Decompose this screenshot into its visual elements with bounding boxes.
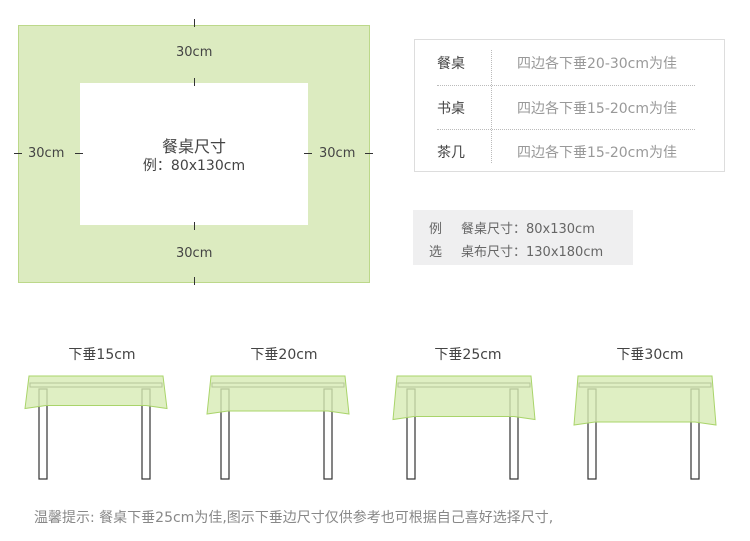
example-prefix: 例: [429, 222, 443, 237]
drop-spec-table: 餐桌四边各下垂20-30cm为佳 书桌四边各下垂15-20cm为佳 茶几四边各下…: [414, 39, 725, 172]
table-label: 下垂15cm: [68, 347, 136, 363]
center-title: 餐桌尺寸: [161, 137, 226, 156]
tick: [194, 222, 195, 230]
table-label: 下垂25cm: [434, 347, 502, 363]
dim-right: 30cm: [319, 146, 356, 161]
example-prefix: 选: [429, 245, 443, 260]
tip-text: 温馨提示: 餐桌下垂25cm为佳,图示下垂边尺寸仅供参考也可根据自己喜好选择尺寸…: [34, 510, 554, 526]
tick: [75, 153, 83, 154]
spec-row: 书桌 四边各下垂15-20cm为佳: [415, 85, 724, 129]
tick: [14, 153, 22, 154]
spec-advice: 四边各下垂20-30cm为佳: [517, 56, 678, 72]
table-label: 下垂30cm: [616, 347, 684, 363]
example-box: 例 餐桌尺寸：80x130cm 选 桌布尺寸：130x180cm: [413, 210, 633, 265]
center-example: 例：80x130cm: [142, 158, 246, 174]
tick: [365, 153, 373, 154]
spec-advice: 四边各下垂15-20cm为佳: [517, 145, 678, 161]
divider: [491, 50, 492, 163]
tablecloth: [573, 375, 717, 426]
spec-type: 书桌: [437, 101, 465, 117]
table-label: 下垂20cm: [250, 347, 318, 363]
tablecloth: [392, 375, 536, 421]
spec-row: 餐桌 四边各下垂20-30cm为佳: [415, 40, 724, 84]
spec-advice: 四边各下垂15-20cm为佳: [517, 101, 678, 117]
divider: [437, 85, 695, 86]
table-area: [80, 83, 308, 225]
tablecloth: [206, 375, 350, 415]
spec-row: 茶几 四边各下垂15-20cm为佳: [415, 129, 724, 173]
spec-type: 茶几: [437, 145, 465, 161]
tablecloth: [24, 375, 168, 410]
tick: [194, 19, 195, 27]
spec-type: 餐桌: [437, 56, 465, 72]
tick: [304, 153, 312, 154]
example-table-size: 餐桌尺寸：80x130cm: [461, 222, 595, 237]
divider: [437, 129, 695, 130]
dim-top: 30cm: [176, 45, 213, 60]
dim-bottom: 30cm: [176, 246, 213, 261]
example-cloth-size: 桌布尺寸：130x180cm: [461, 245, 604, 260]
tick: [194, 277, 195, 285]
tick: [194, 78, 195, 86]
dim-left: 30cm: [28, 146, 65, 161]
